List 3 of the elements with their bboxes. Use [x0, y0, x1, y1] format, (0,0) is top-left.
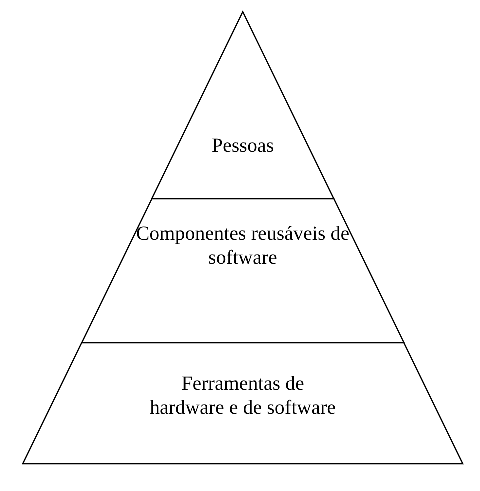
tier-label: Componentes reusáveis de software [135, 222, 351, 270]
tier-label: Ferramentas de hardware e de software [148, 372, 337, 420]
tier-label: Pessoas [210, 134, 276, 158]
